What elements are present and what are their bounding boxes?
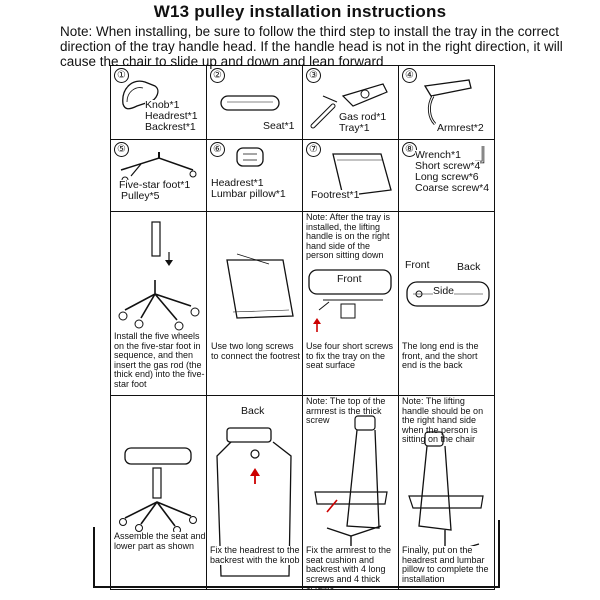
armrest-illustration [423,79,472,126]
step-note: Note: The lifting handle should be on th… [402,396,494,445]
part-label: Five-star foot*1 [119,179,191,191]
frame-bottom-horizontal [93,586,500,588]
part-number: ① [114,68,129,83]
footrest-mount-illustration [226,253,294,319]
parts-row-1: ① Knob*1 Headrest*1 Backrest*1 ② Seat*1 … [110,65,495,140]
frame-left-vertical [93,527,95,587]
step-diagram-label: Front [337,273,362,285]
part-number: ② [210,68,225,83]
step-diagram-label: Back [457,261,481,273]
part-cell-4: ④ Armrest*2 [398,66,495,140]
part-number: ⑦ [306,142,321,157]
part-number: ⑥ [210,142,225,157]
part-label: Wrench*1 [415,149,461,161]
step-cell-7: Note: The top of the armrest is the thic… [302,396,398,590]
part-label: Short screw*4 [415,160,481,172]
step-instruction: Use two long screws to connect the footr… [211,341,301,361]
step-cell-5: Assemble the seat and lower part as show… [110,396,206,590]
step-cell-1: Install the five wheels on the five-star… [110,212,206,396]
backrest-illustration [122,80,159,110]
step-instruction: Fix the headrest to the backrest with th… [210,545,302,565]
step-instruction: Install the five wheels on the five-star… [114,331,206,389]
five-star-base-illustration [118,221,200,331]
part-cell-1: ① Knob*1 Headrest*1 Backrest*1 [110,66,206,140]
part-number: ⑤ [114,142,129,157]
part-label: Footrest*1 [311,189,360,201]
part-number: ③ [306,68,321,83]
step-cell-8: Note: The lifting handle should be on th… [398,396,495,590]
page-title: W13 pulley installation instructions [153,2,447,21]
step-cell-3: Note: After the tray is installed, the l… [302,212,398,396]
headrest-pillow-illustration [236,147,264,167]
seat-illustration [220,95,280,111]
part-label: Coarse screw*4 [415,182,490,194]
part-label: Headrest*1 [211,177,264,189]
part-cell-2: ② Seat*1 [206,66,302,140]
footrest-illustration [332,153,392,197]
part-label: Tray*1 [339,122,370,134]
step-cell-2: Use two long screws to connect the footr… [206,212,302,396]
parts-row-2: ⑤ Five-star foot*1 Pulley*5 ⑥ Headrest*1… [110,139,495,212]
step-instruction: Finally, put on the headrest and lumbar … [402,545,494,584]
seat-assembly-illustration [119,447,197,534]
armrest-orientation-illustration [406,281,490,307]
step-diagram-label: Front [405,259,430,271]
step-instruction: Fix the armrest to the seat cushion and … [306,545,398,590]
step-note: Note: The top of the armrest is the thic… [306,396,398,426]
headrest-backrest-illustration [216,427,292,577]
part-cell-6: ⑥ Headrest*1 Lumbar pillow*1 [206,140,302,212]
part-cell-7: ⑦ Footrest*1 [302,140,398,212]
step-diagram-label: Side [433,285,455,297]
steps-row-2: Assemble the seat and lower part as show… [110,395,495,590]
part-label: Knob*1 [145,99,180,111]
step-cell-4: Front Back Side The long end is the fron… [398,212,495,396]
step-cell-6: Back Fix the headrest to the backrest wi… [206,396,302,590]
part-label: Headrest*1 [145,110,198,122]
part-label: Pulley*5 [121,190,160,202]
step-instruction: Use four short screws to fix the tray on… [306,341,398,371]
part-number: ④ [402,68,417,83]
part-label: Gas rod*1 [339,111,387,123]
install-note: Note: When installing, be sure to follow… [60,24,563,69]
tray-seat-illustration [308,269,392,332]
part-cell-5: ⑤ Five-star foot*1 Pulley*5 [110,140,206,212]
step-diagram-label: Back [241,405,265,417]
step-instruction: Assemble the seat and lower part as show… [114,531,206,551]
gas-rod-tray-illustration [310,83,388,129]
part-number: ⑧ [402,142,417,157]
step-note: Note: After the tray is installed, the l… [306,212,398,261]
frame-right-vertical [498,520,500,588]
part-cell-8: ⑧ Wrench*1 Short screw*4 Long screw*6 Co… [398,140,495,212]
steps-row-1: Install the five wheels on the five-star… [110,211,495,396]
part-label: Lumbar pillow*1 [211,188,286,200]
part-label: Armrest*2 [437,122,484,134]
part-label: Long screw*6 [415,171,479,183]
step-instruction: The long end is the front, and the short… [402,341,494,371]
part-label: Seat*1 [263,120,295,132]
grid-bottom-border [110,589,495,590]
part-cell-3: ③ Gas rod*1 Tray*1 [302,66,398,140]
part-label: Backrest*1 [145,121,196,133]
